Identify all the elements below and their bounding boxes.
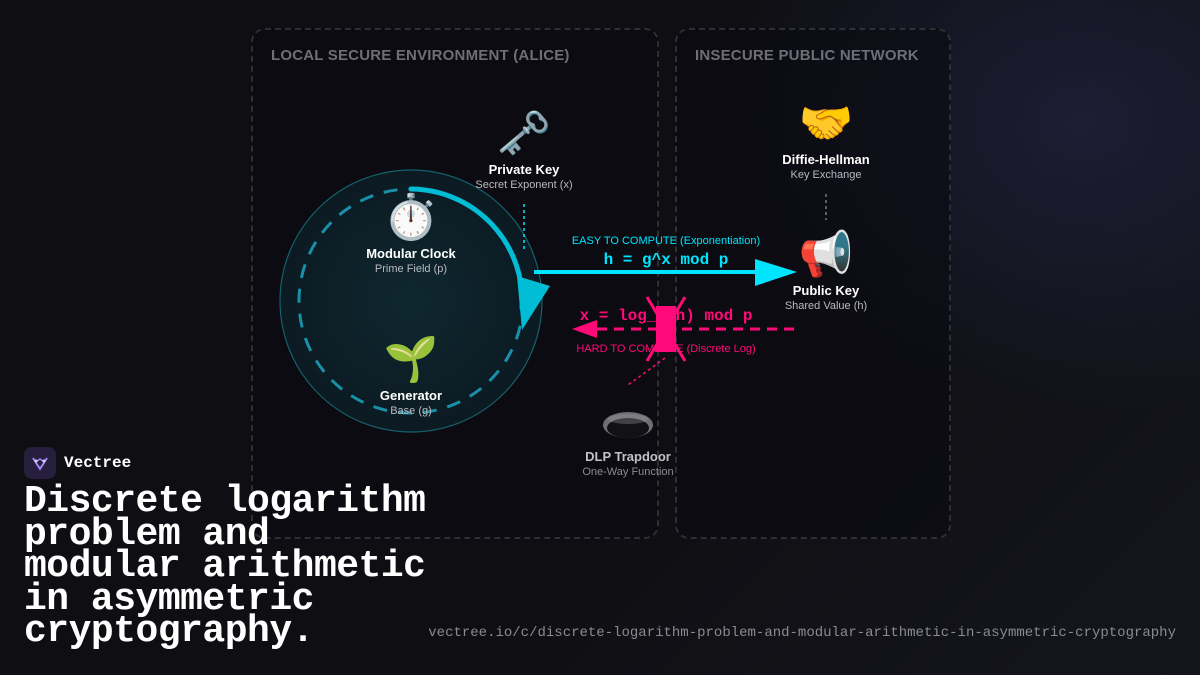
diffie-hellman-node: 🤝 Diffie-Hellman Key Exchange bbox=[782, 98, 870, 182]
local-panel-title: LOCAL SECURE ENVIRONMENT (ALICE) bbox=[271, 47, 570, 64]
stopwatch-icon: ⏱️ bbox=[383, 192, 439, 243]
seedling-icon: 🌱 bbox=[383, 334, 439, 385]
trapdoor-link bbox=[627, 357, 666, 386]
private-key-sublabel: Secret Exponent (x) bbox=[475, 179, 573, 191]
hard-equation: x = log_g(h) mod p bbox=[579, 307, 753, 325]
vectree-logo-icon bbox=[24, 447, 56, 479]
hole-icon bbox=[603, 412, 653, 438]
public-key-label: Public Key bbox=[792, 283, 860, 298]
private-key-node: 🗝️ Private Key Secret Exponent (x) bbox=[475, 108, 573, 192]
dlp-trapdoor-sublabel: One-Way Function bbox=[582, 466, 674, 478]
private-key-label: Private Key bbox=[488, 162, 560, 177]
megaphone-icon: 📢 bbox=[798, 229, 854, 280]
diffie-hellman-sublabel: Key Exchange bbox=[790, 169, 862, 181]
public-key-sublabel: Shared Value (h) bbox=[784, 300, 868, 312]
hard-caption: HARD TO COMPUTE (Discrete Log) bbox=[576, 343, 756, 355]
modular-clock-circle bbox=[279, 169, 543, 433]
modular-clock-label: Modular Clock bbox=[366, 246, 456, 261]
hard-arrow-head bbox=[572, 320, 597, 338]
public-network-panel bbox=[675, 28, 951, 539]
source-url[interactable]: vectree.io/c/discrete-logarithm-problem-… bbox=[428, 625, 1176, 641]
blocked-marker-icon bbox=[645, 296, 687, 362]
modular-clock-arc-head bbox=[517, 276, 550, 330]
dlp-trapdoor-label: DLP Trapdoor bbox=[585, 449, 671, 464]
brand: Vectree bbox=[24, 447, 131, 479]
generator-sublabel: Base (g) bbox=[390, 405, 432, 417]
easy-caption: EASY TO COMPUTE (Exponentiation) bbox=[571, 235, 761, 247]
headline: Discrete logarithm problem and modular a… bbox=[24, 480, 426, 653]
easy-arrow-head bbox=[755, 259, 797, 286]
public-key-node: 📢 Public Key Shared Value (h) bbox=[784, 229, 868, 313]
dlp-trapdoor-node: DLP Trapdoor One-Way Function bbox=[582, 443, 673, 478]
key-icon: 🗝️ bbox=[496, 108, 552, 159]
generator-label: Generator bbox=[379, 388, 443, 403]
public-panel-title: INSECURE PUBLIC NETWORK bbox=[695, 47, 919, 64]
handshake-icon: 🤝 bbox=[798, 98, 854, 149]
diffie-hellman-label: Diffie-Hellman bbox=[782, 152, 870, 167]
brand-name: Vectree bbox=[64, 454, 132, 472]
easy-equation: h = g^x mod p bbox=[603, 251, 729, 269]
generator-node: 🌱 Generator Base (g) bbox=[379, 334, 443, 418]
modular-clock-node: ⏱️ Modular Clock Prime Field (p) bbox=[366, 192, 456, 276]
modular-clock-sublabel: Prime Field (p) bbox=[374, 263, 448, 275]
